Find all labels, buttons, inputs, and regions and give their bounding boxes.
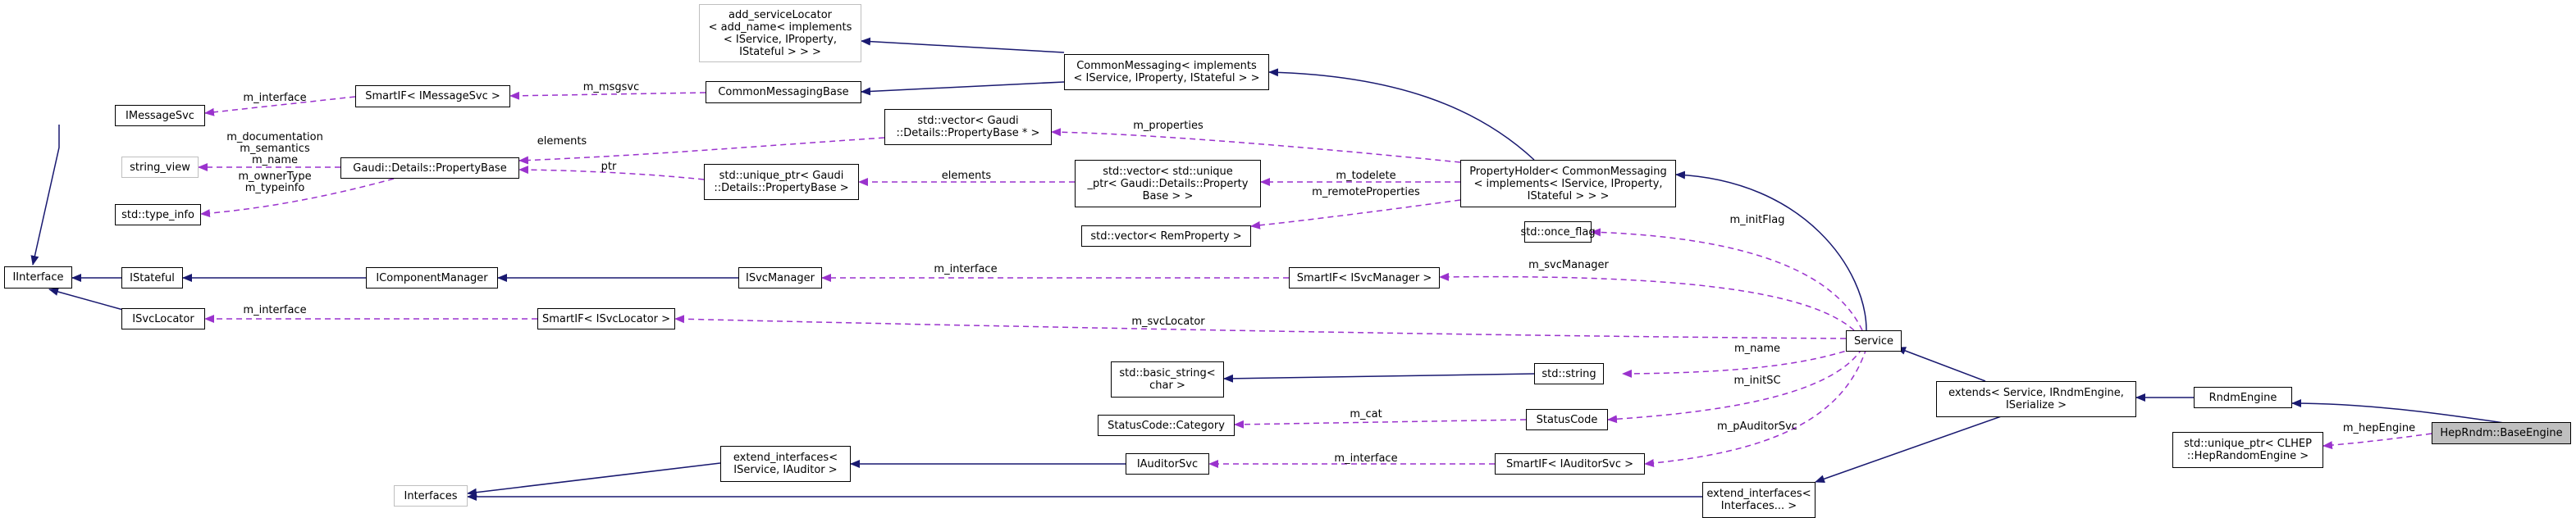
node-baseengine[interactable]: HepRndm::BaseEngine (2432, 422, 2571, 444)
node-istateful[interactable]: IStateful (121, 267, 183, 289)
edge-label-propertybase-members: m_documentation m_semantics m_name (226, 131, 323, 166)
edge-smartif-imessagesvc (204, 96, 356, 116)
edge-commonmessagingbase-smartif (509, 91, 706, 100)
node-iinterface[interactable]: IInterface (4, 266, 72, 289)
edge-label-owner-members: m_ownerType m_typeinfo (238, 170, 312, 194)
edge-propertyholder-vector-remproperty (1250, 199, 1461, 229)
edge-label-m-todelete: m_todelete (1336, 170, 1396, 182)
node-iauditorsvc[interactable]: IAuditorSvc (1126, 453, 1209, 475)
node-propertyholder[interactable]: PropertyHolder< CommonMessaging < implem… (1460, 160, 1676, 207)
edge-label-m-initsc: m_initSC (1733, 375, 1781, 387)
edge-imessagesvc-iinterface (30, 125, 60, 266)
node-commonmessaging[interactable]: CommonMessaging< implements < IService, … (1064, 54, 1269, 90)
edge-propertyholder-service (1675, 170, 1867, 331)
node-smartif-imessagesvc[interactable]: SmartIF< IMessageSvc > (355, 85, 510, 107)
edge-label-m-msgsvc: m_msgsvc (582, 81, 640, 93)
node-interfaces[interactable]: Interfaces (394, 485, 468, 507)
edge-isvclocator-iinterface (48, 288, 124, 311)
edge-label-m-name: m_name (1733, 343, 1781, 355)
node-statuscode-category[interactable]: StatusCode::Category (1098, 415, 1235, 436)
edge-label-m-interface-svcloc: m_interface (243, 304, 307, 316)
edge-service-smartif-isvcmanager (1439, 272, 1855, 331)
edge-label-m-remoteproperties: m_remoteProperties (1312, 186, 1420, 198)
edge-label-m-interface-svcmgr: m_interface (934, 263, 998, 275)
edge-label-m-cat: m_cat (1350, 408, 1382, 420)
edge-service-smartif-iauditorsvc (1644, 348, 1867, 467)
edge-label-m-pauditorsvc: m_pAuditorSvc (1717, 420, 1797, 433)
node-commonmessagingbase[interactable]: CommonMessagingBase (706, 81, 861, 103)
node-smartif-isvclocator[interactable]: SmartIF< ISvcLocator > (537, 308, 675, 329)
node-once-flag[interactable]: std::once_flag (1520, 221, 1596, 243)
edge-label-m-interface-msg: m_interface (243, 92, 307, 104)
node-service[interactable]: Service (1846, 330, 1902, 352)
edge-label-m-svcmanager: m_svcManager (1528, 259, 1609, 271)
node-isvcmanager[interactable]: ISvcManager (738, 267, 822, 289)
edge-label-m-hepengine: m_hepEngine (2342, 422, 2416, 434)
edge-propertyholder-vector-ptr (1051, 128, 1461, 163)
node-propertybase[interactable]: Gaudi::Details::PropertyBase (340, 157, 519, 179)
node-extend-interfaces-pack[interactable]: extend_interfaces< Interfaces... > (1702, 482, 1816, 518)
edge-label-m-interface-aud: m_interface (1334, 452, 1398, 465)
node-statuscode[interactable]: StatusCode (1526, 409, 1608, 430)
node-basic-string[interactable]: std::basic_string< char > (1111, 361, 1224, 398)
edge-propertybase-type-info (200, 178, 395, 218)
edge-unique-ptr-propertybase (518, 166, 705, 180)
edge-vector-ptr-propertybase (518, 137, 885, 165)
edge-label-ptr: ptr (601, 161, 617, 173)
node-imessagesvc[interactable]: IMessageSvc (115, 105, 205, 126)
node-vector-unique-ptr[interactable]: std::vector< std::unique _ptr< Gaudi::De… (1075, 160, 1261, 207)
node-vector-remproperty[interactable]: std::vector< RemProperty > (1081, 225, 1251, 247)
edge-commonmessaging-propertyholder (1268, 68, 1535, 161)
edge-extend-interfaces-iauditor-interfaces (467, 462, 721, 497)
edge-service-statuscode (1607, 348, 1863, 424)
edge-commonmessagingbase-commonmessaging (861, 81, 1065, 96)
node-smartif-iauditorsvc[interactable]: SmartIF< IAuditorSvc > (1495, 453, 1645, 475)
edge-extend-interfaces-pack-extends (1815, 414, 2007, 484)
node-unique-ptr-propertybase[interactable]: std::unique_ptr< Gaudi ::Details::Proper… (704, 164, 859, 200)
node-extend-interfaces-iauditor[interactable]: extend_interfaces< IService, IAuditor > (720, 446, 851, 482)
edge-baseengine-unique-ptr-hep (2323, 433, 2432, 450)
edge-add-servicelocator-commonmessaging (861, 37, 1065, 53)
edge-service-smartif-isvclocator (674, 315, 1847, 339)
edge-label-elements-vec: elements (537, 135, 587, 148)
node-extends[interactable]: extends< Service, IRndmEngine, ISerializ… (1936, 381, 2136, 417)
node-vector-propertybase-ptr[interactable]: std::vector< Gaudi ::Details::PropertyBa… (884, 109, 1052, 145)
node-unique-ptr-hep[interactable]: std::unique_ptr< CLHEP ::HepRandomEngine… (2172, 432, 2323, 468)
node-std-string[interactable]: std::string (1534, 363, 1604, 384)
node-icomponentmanager[interactable]: IComponentManager (366, 267, 498, 289)
node-string-view[interactable]: string_view (121, 157, 199, 178)
edge-label-elements-uptr: elements (941, 170, 992, 182)
node-add-servicelocator[interactable]: add_serviceLocator < add_name< implement… (699, 4, 861, 62)
edge-service-std-string (1622, 348, 1855, 378)
edge-service-once-flag (1591, 228, 1863, 331)
edge-label-m-properties: m_properties (1133, 120, 1204, 132)
node-type-info[interactable]: std::type_info (115, 204, 201, 225)
edge-label-m-svclocator: m_svcLocator (1131, 316, 1205, 328)
node-rndmengine[interactable]: RndmEngine (2194, 387, 2292, 408)
edge-label-m-initflag: m_initFlag (1729, 214, 1785, 226)
edge-basic-string-std-string (1223, 373, 1535, 383)
node-smartif-isvcmanager[interactable]: SmartIF< ISvcManager > (1289, 267, 1440, 289)
node-isvclocator[interactable]: ISvcLocator (121, 308, 205, 329)
edge-service-extends (1896, 347, 1986, 382)
